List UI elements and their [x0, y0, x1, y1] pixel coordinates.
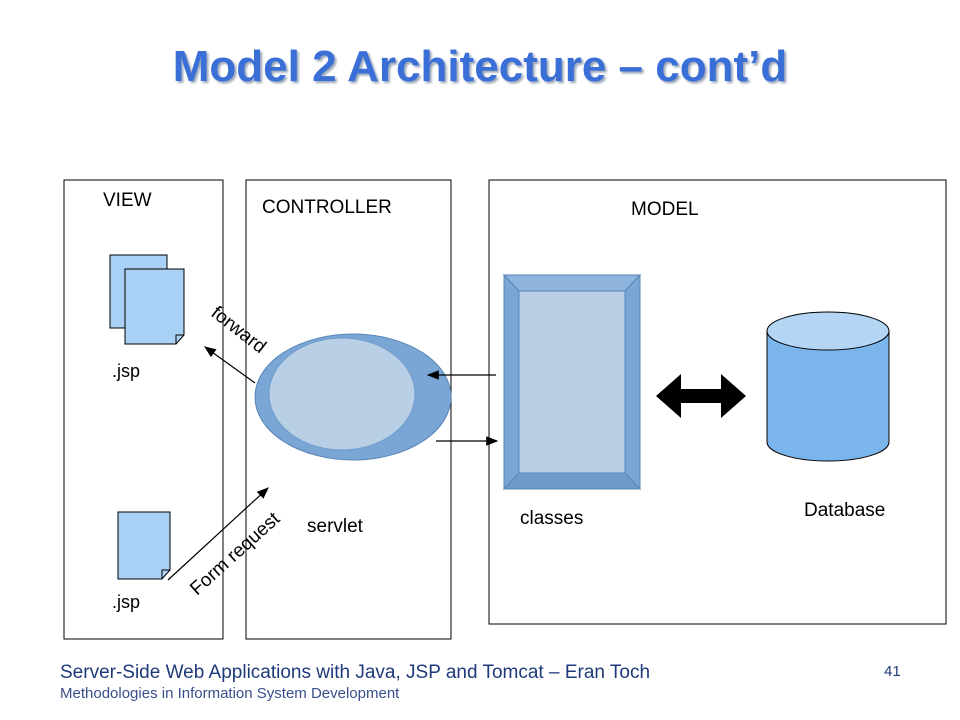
- classes-label: classes: [520, 508, 583, 529]
- servlet-shape: [254, 333, 452, 461]
- servlet-label: servlet: [307, 516, 364, 537]
- page-number: 41: [884, 663, 901, 680]
- database-icon: [766, 311, 890, 462]
- jsp-top-label: .jsp: [112, 361, 140, 381]
- database-label: Database: [804, 500, 885, 521]
- view-label: VIEW: [103, 190, 152, 211]
- jsp-document-stack-icon: [109, 254, 185, 345]
- controller-label: CONTROLLER: [262, 197, 392, 218]
- footer-course-subtitle: Methodologies in Information System Deve…: [60, 685, 400, 702]
- classes-shape: [502, 273, 642, 491]
- bidirectional-arrow: [656, 374, 746, 418]
- jsp-document-icon: [117, 511, 171, 580]
- slide-title: Model 2 Architecture – cont’d: [172, 42, 788, 91]
- jsp-bottom-label: .jsp: [112, 592, 140, 612]
- footer-course-title: Server-Side Web Applications with Java, …: [60, 662, 651, 683]
- form-request-arrow: [167, 487, 269, 581]
- model-label: MODEL: [631, 199, 699, 220]
- forward-arrow: [204, 346, 256, 384]
